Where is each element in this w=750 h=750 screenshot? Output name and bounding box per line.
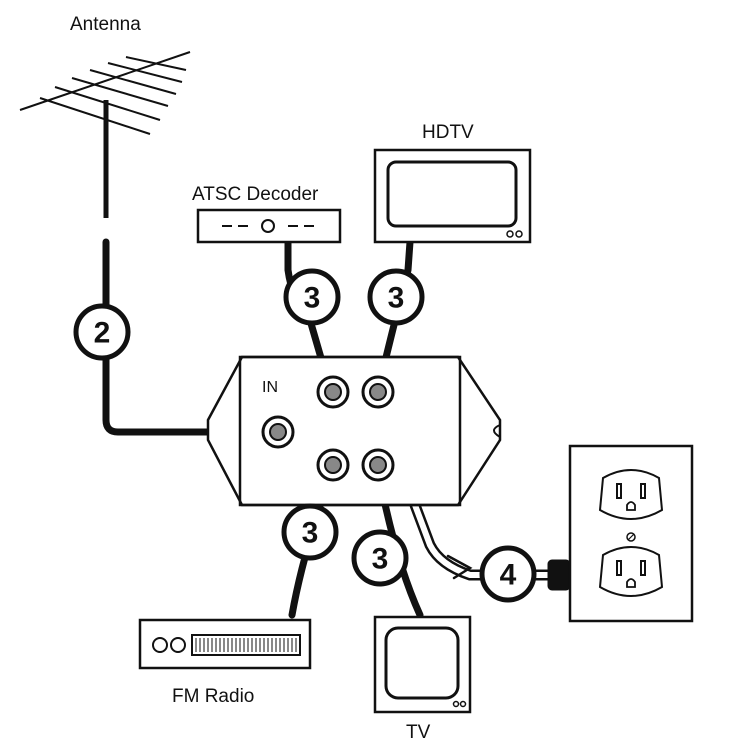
- callout-decoder-cable: 3: [283, 268, 341, 326]
- callout-decoder-cable-number: 3: [304, 282, 321, 315]
- callout-hdtv-cable: 3: [367, 268, 425, 326]
- wall-outlet-icon: [568, 444, 694, 623]
- out-port-bottom-left-icon: [316, 448, 350, 482]
- callout-antenna-cable-number: 2: [94, 317, 111, 350]
- callout-power-cord-number: 4: [500, 559, 517, 592]
- antenna-label: Antenna: [70, 14, 141, 35]
- power-cord: [409, 499, 561, 581]
- fm-radio-icon: [138, 618, 312, 670]
- fm-radio-label: FM Radio: [172, 686, 254, 707]
- amplifier-box: [206, 355, 502, 507]
- callout-tv-cable-number: 3: [372, 543, 389, 576]
- hdtv-label: HDTV: [422, 122, 474, 143]
- callout-power-cord: 4: [479, 545, 537, 603]
- out-port-top-left-icon: [316, 375, 350, 409]
- out-port-bottom-right-icon: [361, 448, 395, 482]
- atsc-decoder-icon: [196, 208, 342, 244]
- out-port-top-right-icon: [361, 375, 395, 409]
- atsc-decoder-label: ATSC Decoder: [192, 184, 319, 205]
- in-port-label: IN: [262, 379, 278, 396]
- callout-antenna-cable: 2: [73, 303, 131, 361]
- callout-hdtv-cable-number: 3: [388, 282, 405, 315]
- amplifier-ports: [261, 375, 395, 482]
- callout-radio-cable: 3: [281, 503, 339, 561]
- tv-icon: [373, 615, 472, 714]
- antenna-cable: [102, 238, 276, 436]
- antenna-icon: [19, 51, 191, 218]
- in-port-icon: [261, 415, 295, 449]
- callout-tv-cable: 3: [351, 529, 409, 587]
- callout-radio-cable-number: 3: [302, 517, 319, 550]
- hdtv-icon: [373, 148, 532, 244]
- tv-label: TV: [406, 722, 431, 743]
